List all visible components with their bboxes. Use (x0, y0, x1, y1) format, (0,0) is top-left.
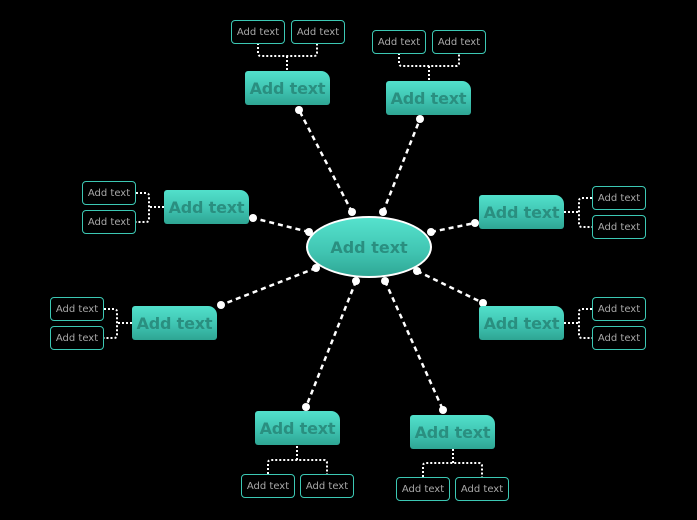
sub-topic[interactable]: Add text (50, 326, 104, 350)
connector-right-upper (430, 221, 476, 234)
sub-topic[interactable]: Add text (592, 326, 646, 350)
anchor-dot (413, 267, 421, 275)
sub-topic[interactable]: Add text (592, 297, 646, 321)
branch-top-right[interactable]: Add text (386, 81, 471, 115)
sub-topic[interactable]: Add text (372, 30, 426, 54)
sub-topic[interactable]: Add text (396, 477, 450, 501)
anchor-dot (295, 106, 303, 114)
bracket-top-right (398, 53, 460, 80)
connector-right-lower (416, 269, 484, 305)
anchor-dot (416, 115, 424, 123)
anchor-dot (479, 299, 487, 307)
connector-bottom-left (304, 280, 358, 408)
bracket-bottom-left (267, 446, 328, 474)
sub-topic[interactable]: Add text (50, 297, 104, 321)
branch-bottom-right[interactable]: Add text (410, 415, 495, 449)
bracket-right-upper (564, 197, 592, 228)
central-topic[interactable]: Add text (306, 216, 432, 278)
anchor-dot (352, 277, 360, 285)
anchor-dot (471, 219, 479, 227)
sub-topic[interactable]: Add text (291, 20, 345, 44)
anchor-dot (348, 208, 356, 216)
anchor-dot (379, 208, 387, 216)
sub-topic[interactable]: Add text (592, 186, 646, 210)
anchor-dot (249, 214, 257, 222)
connector-top-right (381, 118, 422, 213)
anchor-dot (302, 403, 310, 411)
sub-topic[interactable]: Add text (592, 215, 646, 239)
bracket-bottom-right (422, 449, 483, 477)
connector-left-lower (220, 266, 317, 307)
anchor-dot (439, 406, 447, 414)
branch-left-lower[interactable]: Add text (132, 306, 217, 340)
branch-right-upper[interactable]: Add text (479, 195, 564, 229)
anchor-dot (381, 277, 389, 285)
bracket-left-upper (136, 192, 164, 223)
bracket-right-lower (564, 308, 592, 339)
sub-topic[interactable]: Add text (455, 477, 509, 501)
anchor-dot (427, 228, 435, 236)
anchor-dot (312, 264, 320, 272)
sub-topic[interactable]: Add text (82, 210, 136, 234)
bracket-top-left (257, 43, 318, 70)
connector-bottom-right (383, 280, 445, 411)
branch-right-lower[interactable]: Add text (479, 306, 564, 340)
sub-topic[interactable]: Add text (82, 181, 136, 205)
anchor-dot (217, 301, 225, 309)
sub-topic[interactable]: Add text (432, 30, 486, 54)
bracket-left-lower (104, 308, 132, 339)
sub-topic[interactable]: Add text (300, 474, 354, 498)
connector-top-left (297, 109, 354, 213)
connector-left-upper (252, 216, 310, 234)
branch-left-upper[interactable]: Add text (164, 190, 249, 224)
sub-topic[interactable]: Add text (231, 20, 285, 44)
branch-bottom-left[interactable]: Add text (255, 411, 340, 445)
branch-top-left[interactable]: Add text (245, 71, 330, 105)
sub-topic[interactable]: Add text (241, 474, 295, 498)
